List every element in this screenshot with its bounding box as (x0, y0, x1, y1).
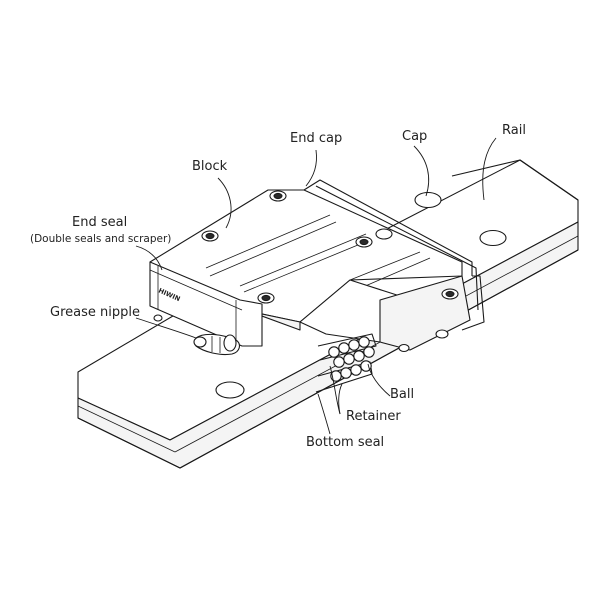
grease-nipple (193, 333, 241, 356)
leader-rail (482, 137, 497, 201)
bolt-hole (201, 230, 219, 242)
ball-row (328, 336, 375, 382)
block-groove (239, 233, 367, 287)
cap-band (461, 275, 485, 331)
end-seal-screw (153, 314, 163, 322)
rail-edge-line (77, 405, 176, 453)
retainer (317, 333, 377, 361)
label-end-cap: End cap (290, 131, 342, 146)
end-seal: HIWIN (149, 261, 263, 347)
ball (333, 356, 345, 368)
label-rail: Rail (502, 123, 526, 138)
block-groove (205, 214, 331, 269)
label-retainer: Retainer (346, 409, 401, 424)
bolt-hole (269, 190, 287, 202)
leader-retainer-2 (338, 383, 343, 415)
rail-cap-hole (414, 191, 442, 209)
block-groove (209, 221, 337, 277)
end-face-hole (435, 329, 449, 339)
rail-edge-line (174, 235, 579, 453)
leader-grease-nipple (135, 317, 197, 339)
bolt-hole (257, 292, 275, 304)
rail-mounting-hole (479, 229, 507, 247)
leader-ball (367, 363, 391, 397)
leader-lines (135, 137, 497, 435)
rail-far-edge (451, 159, 579, 201)
labels: Block End cap Cap Rail End seal (Double … (30, 123, 526, 450)
end-seal-plate (149, 261, 263, 347)
end-seal-layer (149, 269, 243, 311)
cap-plug (375, 228, 393, 240)
label-ball: Ball (390, 387, 414, 402)
ball (328, 346, 340, 358)
ball (353, 350, 365, 362)
ball (350, 364, 362, 376)
ball (343, 353, 355, 365)
end-face-hole (398, 343, 410, 353)
ball (363, 346, 375, 358)
leader-end-seal (135, 245, 163, 271)
ball (360, 360, 372, 372)
ball (340, 367, 352, 379)
bolt-hole (355, 236, 373, 248)
label-cap: Cap (402, 129, 427, 144)
block-groove (355, 257, 431, 291)
label-end-seal: End seal (72, 215, 127, 230)
label-grease-nipple: Grease nipple (50, 305, 140, 320)
label-block: Block (192, 159, 228, 174)
ball (338, 342, 350, 354)
label-bottom-seal: Bottom seal (306, 435, 384, 450)
rail-mounting-hole (215, 381, 245, 399)
label-end-seal-note: (Double seals and scraper) (30, 233, 171, 245)
ball (348, 339, 360, 351)
ball (358, 336, 370, 348)
ball-track (315, 333, 377, 393)
leader-cap (413, 145, 430, 197)
leader-bottom-seal (317, 393, 331, 435)
leader-end-cap (305, 149, 317, 187)
block-groove (349, 251, 421, 281)
end-cap-outline (303, 179, 473, 276)
block-groove (243, 239, 371, 293)
bolt-hole (441, 288, 459, 300)
leader-block (217, 177, 232, 229)
end-cap-band (315, 185, 479, 311)
